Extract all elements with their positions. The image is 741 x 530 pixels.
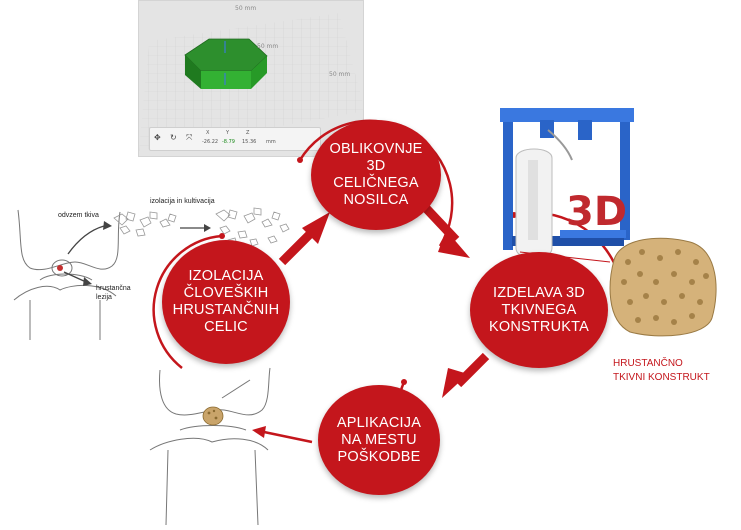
cartilage-scaffold-construct (609, 237, 717, 337)
knee-biopsy-sketch (13, 209, 121, 340)
step-isolate-cells: IZOLACIJA ČLOVEŠKIH HRUSTANČNIH CELIC (162, 240, 290, 364)
bioprinter-illustration (500, 108, 634, 263)
cad-model-screenshot: 50 mm 50 mm 50 mm ✥ ↻ ⤧ X Y Z -26.22 -8.… (138, 0, 364, 157)
cell-cluster-biopsy (113, 211, 177, 237)
step-design-label: OBLIKOVNJE 3D CELIČNEGA NOSILCA (329, 141, 423, 208)
arrow-application-to-knee (252, 426, 313, 444)
axis-label-z: Z (246, 130, 250, 136)
move-tool-icon[interactable]: ✥ (154, 133, 161, 142)
y-value-field[interactable]: -8.79 (222, 139, 235, 145)
step-isolation-label: IZOLACIJA ČLOVEŠKIH HRUSTANČNIH CELIC (172, 268, 280, 335)
unit-label: mm (266, 139, 276, 145)
rotate-tool-icon[interactable]: ↻ (170, 133, 177, 142)
step-fabrication-label: IZDELAVA 3D TKIVNEGA KONSTRUKTA (488, 284, 590, 335)
construct-caption: HRUSTANČNO TKIVNI KONSTRUKT (613, 358, 710, 383)
isolation-culture-label: izolacija in kultivacija (150, 198, 215, 205)
z-value-field[interactable]: 15.36 (242, 139, 257, 145)
step-apply-at-injury: APLIKACIJA NA MESTU POŠKODBE (318, 385, 440, 495)
knee-application-sketch (149, 367, 271, 526)
arrow-design-to-fabrication (420, 202, 470, 258)
axis-label-y: Y (226, 130, 230, 136)
cad-dim-label: 50 mm (257, 43, 279, 50)
culture-arrow (180, 224, 211, 232)
lesion-marker (57, 265, 63, 271)
implanted-scaffold (202, 406, 224, 426)
printer-3d-badge: 3D (566, 189, 627, 235)
axis-label-x: X (206, 130, 210, 136)
arrow-fabrication-to-application (442, 352, 490, 398)
scale-tool-icon[interactable]: ⤧ (186, 133, 193, 142)
lesion-arrow (63, 271, 92, 286)
step-application-label: APLIKACIJA NA MESTU POŠKODBE (336, 414, 422, 465)
cad-dim-label: 50 mm (235, 5, 257, 12)
arrow-isolation-to-design (278, 212, 330, 266)
hexagon-model-side (185, 55, 201, 89)
step-fabricate-construct: IZDELAVA 3D TKIVNEGA KONSTRUKTA (470, 252, 608, 368)
lesion-label: hrustančna lezija (96, 285, 131, 301)
cad-transform-toolbar: ✥ ↻ ⤧ X Y Z -26.22 -8.79 15.36 mm (149, 127, 321, 151)
biopsy-arrow (67, 221, 112, 255)
x-value-field[interactable]: -26.22 (202, 139, 219, 145)
step-design-scaffold: OBLIKOVNJE 3D CELIČNEGA NOSILCA (311, 120, 441, 230)
cad-dim-label: 50 mm (329, 71, 351, 78)
biopsy-label: odvzem tkiva (58, 212, 99, 219)
